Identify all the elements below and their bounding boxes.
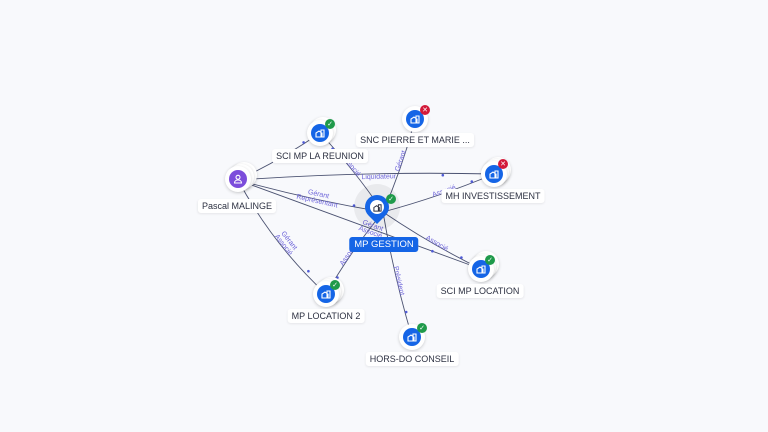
edge-label: Président: [392, 266, 406, 296]
edge-arrow-icon: [404, 310, 408, 314]
node-label[interactable]: SNC PIERRE ET MARIE ...: [356, 133, 474, 147]
building-icon: [476, 265, 486, 274]
active-status-icon: ✓: [330, 280, 340, 290]
edge-label: Gérant: [307, 189, 329, 200]
node-bubble: [313, 281, 339, 307]
edge-pascal-malinge-to-mh-investissement[interactable]: [237, 172, 495, 181]
edge-arrow-icon: [441, 173, 445, 177]
node-bubble: [307, 120, 333, 146]
active-status-icon: ✓: [485, 255, 495, 265]
center-node-label[interactable]: MP GESTION: [349, 237, 419, 252]
node-circle: [403, 328, 421, 346]
person-icon: [233, 174, 243, 184]
active-status-icon: ✓: [417, 323, 427, 333]
building-icon: [489, 170, 499, 179]
edge-arrow-icon: [431, 249, 434, 253]
building-icon: [410, 115, 420, 124]
edge-arrow-icon: [302, 141, 305, 144]
node-circle: [406, 110, 424, 128]
node-circle: [472, 260, 490, 278]
building-icon: [315, 129, 325, 138]
node-circle: [311, 124, 329, 142]
edge-arrow-icon: [470, 180, 474, 183]
edge-label: Liquidateur: [361, 173, 396, 181]
edge-pascal-malinge-to-sci-mp-location[interactable]: [237, 179, 482, 270]
edge-arrow-icon: [307, 269, 310, 273]
node-label[interactable]: MH INVESTISSEMENT: [441, 189, 545, 203]
edge-arrow-icon: [460, 256, 463, 259]
node-bubble: [399, 324, 425, 350]
active-status-icon: ✓: [386, 194, 396, 204]
edge-label: Associé: [424, 235, 449, 253]
node-bubble: [402, 106, 428, 132]
edge-label: Gérant: [394, 150, 408, 173]
building-icon: [407, 333, 417, 342]
edge-pascal-malinge-to-mp-location-2[interactable]: [237, 179, 327, 295]
inactive-status-icon: ✕: [498, 159, 508, 169]
building-icon: [321, 290, 331, 299]
node-circle: [485, 165, 503, 183]
node-label[interactable]: SCI MP LOCATION: [436, 284, 524, 298]
node-bubble: [225, 166, 251, 192]
edge-arrow-icon: [352, 204, 356, 207]
pin-inner: [370, 200, 384, 214]
node-label[interactable]: MP LOCATION 2: [287, 309, 365, 323]
node-label[interactable]: HORS-DO CONSEIL: [365, 352, 459, 366]
edge-mp-gestion-to-hors-do-conseil[interactable]: [382, 211, 413, 338]
node-circle: [229, 170, 247, 188]
active-status-icon: ✓: [325, 119, 335, 129]
node-circle: [317, 285, 335, 303]
building-icon: [372, 203, 382, 212]
node-label[interactable]: SCI MP LA REUNION: [272, 149, 368, 163]
inactive-status-icon: ✕: [420, 105, 430, 115]
node-label[interactable]: Pascal MALINGE: [197, 199, 277, 213]
